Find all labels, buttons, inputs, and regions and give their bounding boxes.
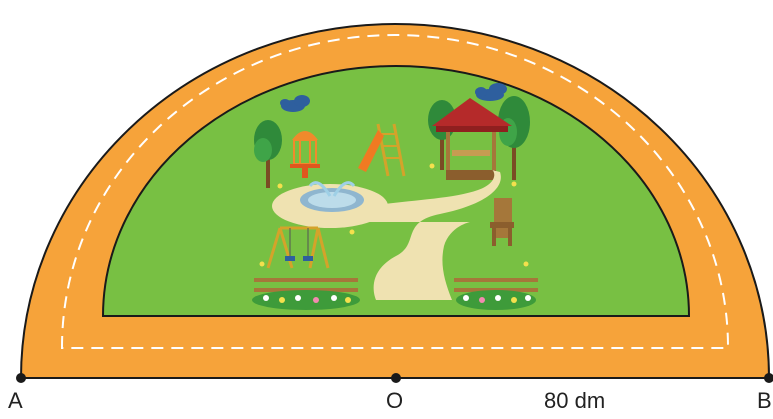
flower-dots xyxy=(259,163,529,267)
inner-lawn xyxy=(101,65,691,317)
swing-icon xyxy=(266,226,330,269)
park-path xyxy=(360,170,501,300)
carousel-icon xyxy=(290,131,320,178)
label-point-a: A xyxy=(8,388,23,413)
fence-right xyxy=(454,278,538,310)
fountain-icon xyxy=(272,181,388,228)
cloud-icon xyxy=(280,95,310,112)
slide-icon xyxy=(358,123,406,177)
label-point-o: O xyxy=(386,388,404,413)
fence-left xyxy=(252,278,360,310)
gazebo-icon xyxy=(432,98,512,180)
label-point-b: B xyxy=(757,388,772,413)
tree-icon xyxy=(254,120,282,188)
cloud-icon xyxy=(475,83,507,101)
point-o-dot xyxy=(391,373,401,383)
bench-icon xyxy=(490,198,514,246)
point-b-dot xyxy=(764,373,773,383)
point-a-dot xyxy=(16,373,26,383)
track-dashed-line xyxy=(61,34,729,349)
label-radius: 80 dm xyxy=(544,388,606,413)
